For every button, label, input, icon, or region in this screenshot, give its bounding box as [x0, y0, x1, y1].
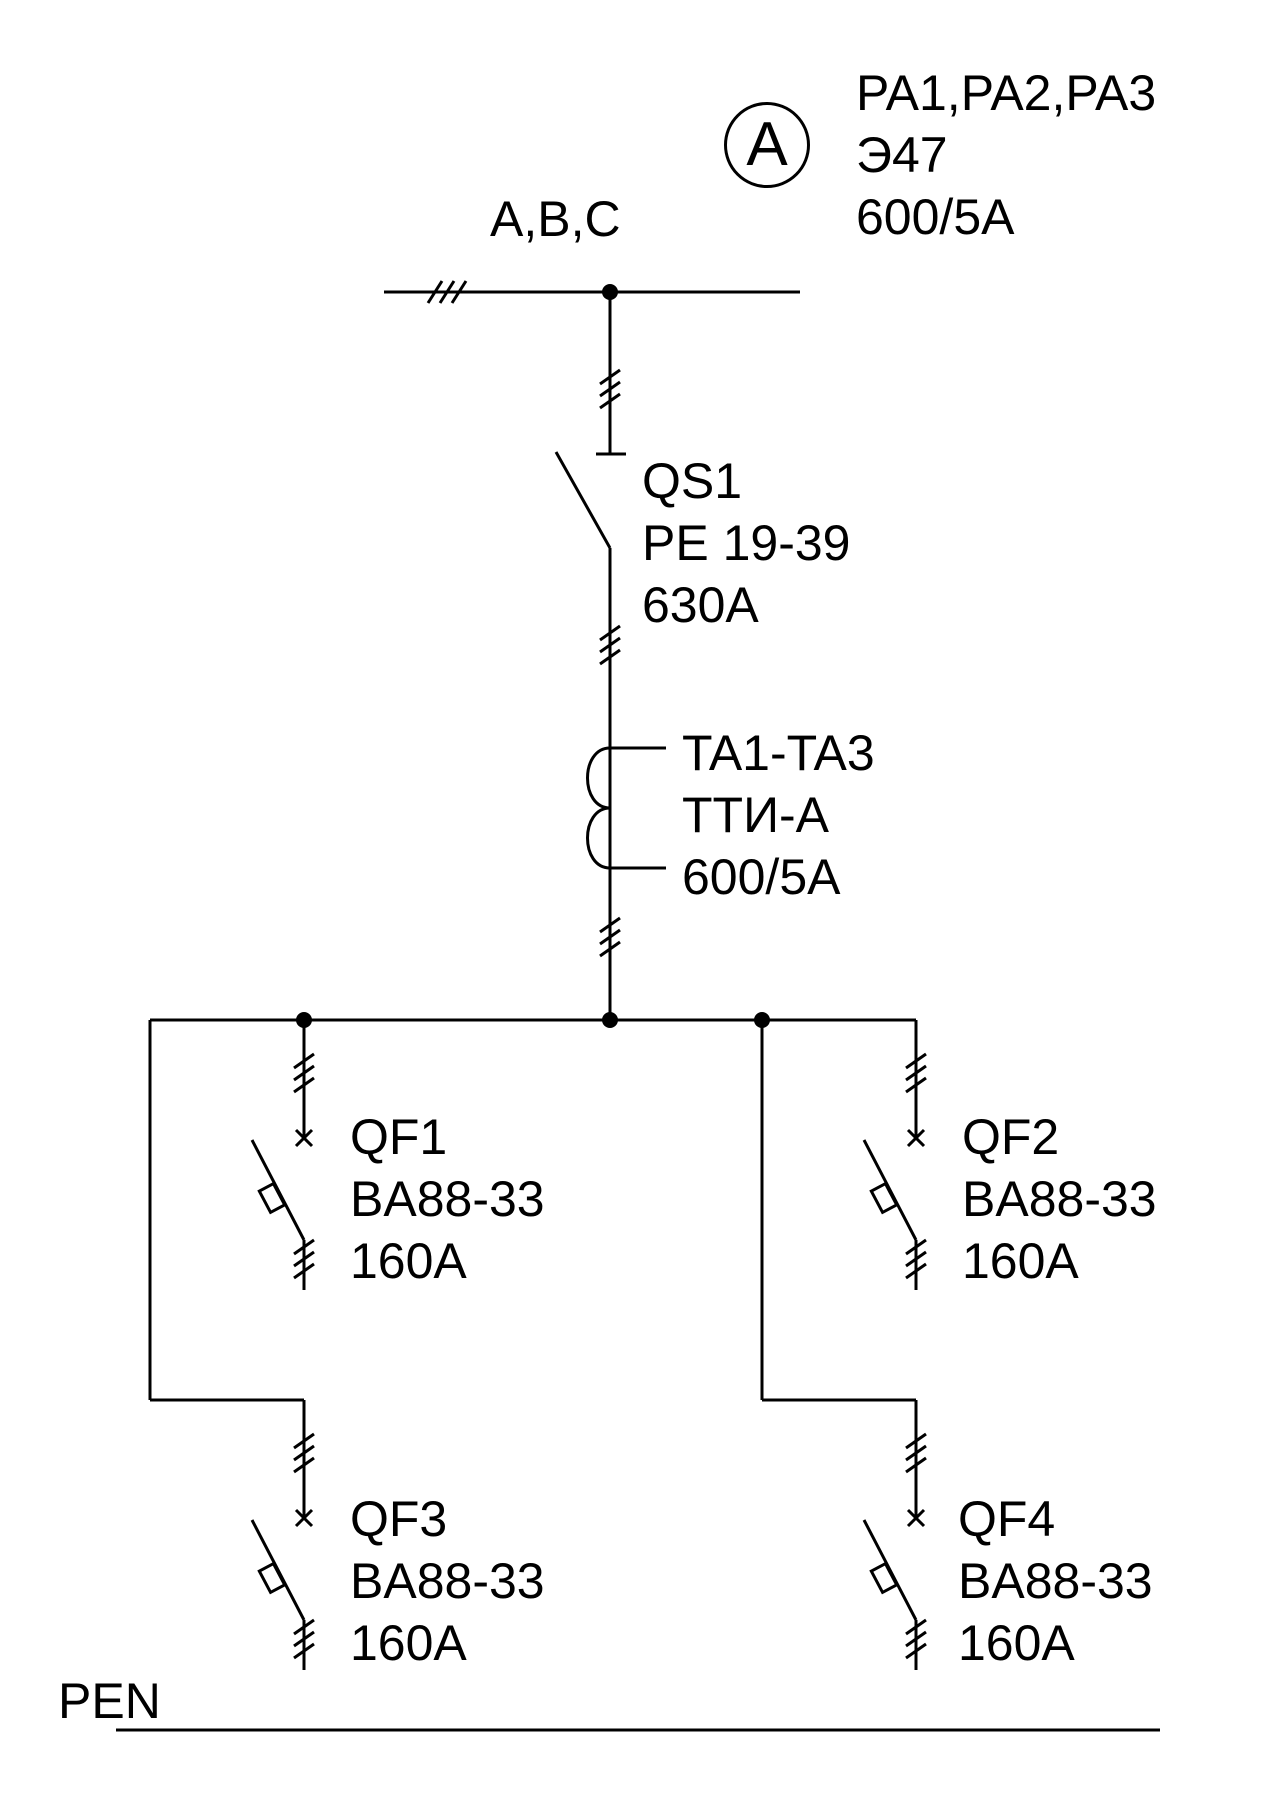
junction-bus-top: [602, 284, 618, 300]
ammeter-label: PA1,PA2,PA3 Э47 600/5A: [856, 62, 1156, 248]
bus-three-phase-marks: [426, 280, 468, 304]
ammeter-rating: 600/5A: [856, 189, 1015, 245]
ticks-qf2-top: [905, 1052, 927, 1094]
ct-designation: TA1-TA3: [682, 725, 875, 781]
ticks-qf4-bottom: [905, 1618, 927, 1660]
qf3-designation: QF3: [350, 1491, 448, 1547]
qs1-type: PE 19-39: [642, 515, 851, 571]
qf1-designation: QF1: [350, 1109, 448, 1165]
ammeter-designation: PA1,PA2,PA3: [856, 65, 1157, 121]
qf2-rating: 160A: [962, 1233, 1079, 1289]
ticks-qf3-top: [293, 1432, 315, 1474]
qs1-label: QS1 PE 19-39 630A: [642, 450, 850, 636]
ticks-trunk-1: [599, 368, 621, 410]
junction-dots: [296, 284, 770, 1028]
qf2-label: QF2 BA88-33 160A: [962, 1106, 1157, 1292]
ticks-qf1-top: [293, 1052, 315, 1094]
ct-label: TA1-TA3 ТТИ-А 600/5A: [682, 722, 875, 908]
qf3-symbol: [250, 1400, 314, 1670]
bus-label: A,B,C: [490, 191, 621, 247]
junction-branch-left: [296, 1012, 312, 1028]
junction-branch-center: [602, 1012, 618, 1028]
ammeter-symbol: A: [724, 102, 810, 188]
ammeter-type: Э47: [856, 127, 948, 183]
qf1-rating: 160A: [350, 1233, 467, 1289]
qf4-type: BA88-33: [958, 1553, 1153, 1609]
ticks-trunk-2: [599, 624, 621, 666]
pen-label: PEN: [58, 1673, 161, 1729]
vertical-three-phase-marks: [293, 368, 927, 1660]
qf4-label: QF4 BA88-33 160A: [958, 1488, 1153, 1674]
ticks-qf4-top: [905, 1432, 927, 1474]
ct-coil: [586, 746, 611, 870]
qf3-label: QF3 BA88-33 160A: [350, 1488, 545, 1674]
qf2-symbol: [862, 1020, 926, 1290]
qf2-type: BA88-33: [962, 1171, 1157, 1227]
qf3-rating: 160A: [350, 1615, 467, 1671]
disconnector-blade: [554, 451, 612, 549]
junction-branch-right: [754, 1012, 770, 1028]
qf4-symbol: [862, 1400, 926, 1670]
qf2-designation: QF2: [962, 1109, 1060, 1165]
ct-type: ТТИ-А: [682, 787, 830, 843]
qf1-label: QF1 BA88-33 160A: [350, 1106, 545, 1292]
qf4-rating: 160A: [958, 1615, 1075, 1671]
ct-rating: 600/5A: [682, 849, 841, 905]
ticks-trunk-3: [599, 916, 621, 958]
qs1-rating: 630A: [642, 577, 759, 633]
ticks-qf2-bottom: [905, 1238, 927, 1280]
ticks-qf3-bottom: [293, 1618, 315, 1660]
qs1-designation: QS1: [642, 453, 743, 509]
qf3-type: BA88-33: [350, 1553, 545, 1609]
qf4-designation: QF4: [958, 1491, 1056, 1547]
qf1-type: BA88-33: [350, 1171, 545, 1227]
ticks-qf1-bottom: [293, 1238, 315, 1280]
